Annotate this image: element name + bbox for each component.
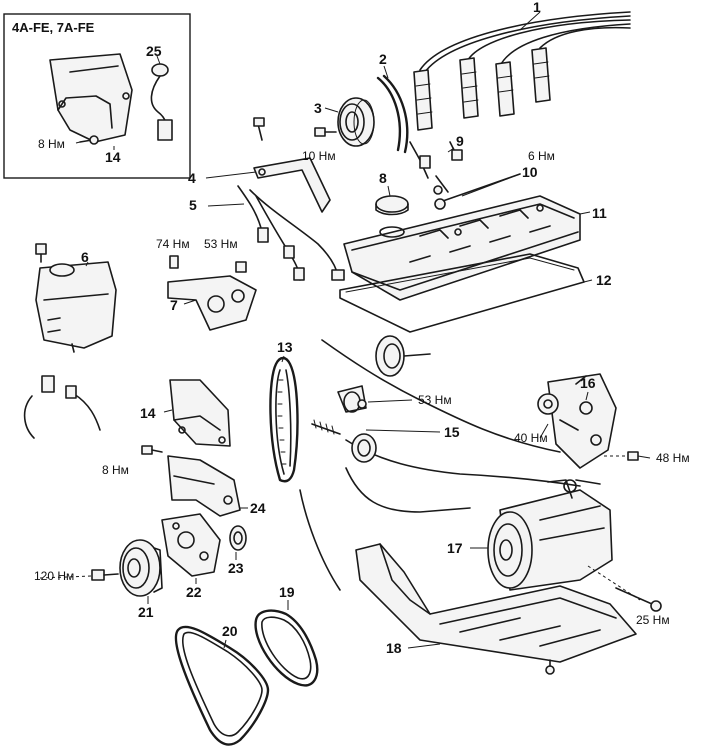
inset-timing-cover <box>49 53 133 143</box>
torque-labels: 8 Нм 10 Нм 6 Нм 74 Нм 53 Нм 53 Нм 40 Нм … <box>34 137 690 627</box>
bolt-8nm <box>141 445 163 455</box>
callout-8: 8 <box>379 170 387 186</box>
callout-11: 11 <box>592 205 607 221</box>
callout-14: 14 <box>140 405 156 421</box>
inset-sensor <box>150 63 173 141</box>
pulley-22 <box>161 513 221 577</box>
bolt-25nm <box>615 587 662 612</box>
torque-6nm: 6 Нм <box>528 149 555 163</box>
torque-25nm: 25 Нм <box>636 613 670 627</box>
sensors-9 <box>409 141 463 195</box>
inset-box: 4A-FE, 7A-FE <box>3 13 191 179</box>
callout-15: 15 <box>444 424 460 440</box>
wire-bracket-4 <box>253 117 331 213</box>
callout-4: 4 <box>188 170 196 186</box>
callout-2: 2 <box>379 51 387 67</box>
ignition-wires <box>413 11 631 131</box>
callout-labels: 25 14 1 2 3 9 10 8 4 5 11 6 12 7 13 16 1… <box>81 0 612 656</box>
callout-23: 23 <box>228 560 244 576</box>
under-cover-18 <box>355 543 637 675</box>
callout-14-inset: 14 <box>105 149 121 165</box>
cover-24 <box>167 455 241 517</box>
valve-cover-11 <box>343 195 581 301</box>
callout-22: 22 <box>186 584 202 600</box>
idler-pulley <box>375 335 431 377</box>
callout-13: 13 <box>277 339 293 355</box>
inset-title: 4A-FE, 7A-FE <box>12 20 95 35</box>
wire-harness-5 <box>237 185 345 281</box>
seal-23 <box>229 525 247 551</box>
callout-5: 5 <box>189 197 197 213</box>
tensioner-15 <box>311 385 377 463</box>
torque-8nm: 8 Нм <box>102 463 129 477</box>
torque-74nm: 74 Нм <box>156 237 190 251</box>
reservoir-6 <box>35 243 117 353</box>
callout-17: 17 <box>447 540 463 556</box>
torque-53nm-top: 53 Нм <box>204 237 238 251</box>
torque-10nm: 10 Нм <box>302 149 336 163</box>
callout-16: 16 <box>580 375 596 391</box>
bolt-120nm <box>91 569 119 581</box>
callout-3: 3 <box>314 100 322 116</box>
timing-belt-13 <box>269 356 299 483</box>
callout-24: 24 <box>250 500 266 516</box>
v-belt-19 <box>254 609 319 687</box>
compressor-17 <box>487 479 613 591</box>
callout-7: 7 <box>170 297 178 313</box>
pulley-3 <box>337 97 375 147</box>
callout-21: 21 <box>138 604 154 620</box>
torque-inset-8nm: 8 Нм <box>38 137 65 151</box>
bracket-16 <box>537 373 617 469</box>
callout-12: 12 <box>596 272 612 288</box>
torque-40nm: 40 Нм <box>514 431 548 445</box>
belt-2 <box>376 74 409 154</box>
callout-1: 1 <box>533 0 541 15</box>
v-belt-20 <box>174 625 270 746</box>
callout-25-inset: 25 <box>146 43 162 59</box>
callout-20: 20 <box>222 623 238 639</box>
bolt-10nm <box>314 127 337 137</box>
callout-18: 18 <box>386 640 402 656</box>
torque-53nm-mid: 53 Нм <box>418 393 452 407</box>
bracket-7 <box>167 255 257 331</box>
callout-19: 19 <box>279 584 295 600</box>
torque-120nm: 120 Нм <box>34 569 74 583</box>
timing-cover-14 <box>169 379 231 447</box>
callout-6: 6 <box>81 249 89 265</box>
engine-block-outline <box>299 339 581 591</box>
crank-pulley-21 <box>119 539 163 597</box>
bolt-48nm <box>604 451 651 461</box>
torque-48nm: 48 Нм <box>656 451 690 465</box>
callout-9: 9 <box>456 133 464 149</box>
inset-bolt <box>79 135 99 145</box>
oil-filler-cap-8 <box>375 195 409 216</box>
sensor-wire <box>23 375 101 439</box>
callout-10: 10 <box>522 164 538 180</box>
